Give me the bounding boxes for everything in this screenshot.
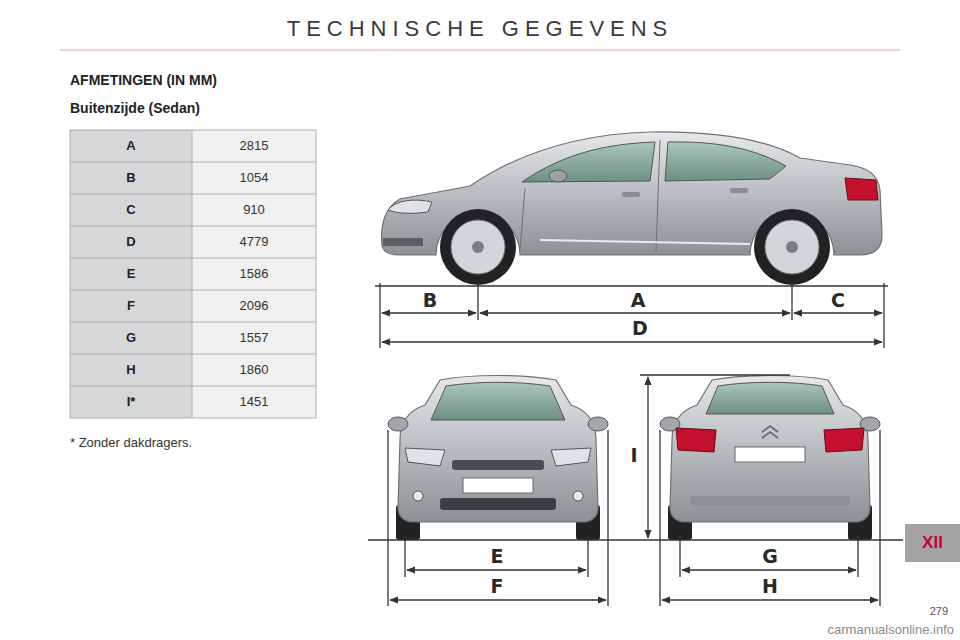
rear-view-car — [660, 376, 880, 541]
front-view-car — [388, 376, 608, 541]
table-key: G — [70, 322, 192, 354]
page-number: 279 — [900, 603, 948, 619]
dimension-letter: A — [626, 290, 650, 310]
watermark: carmanualsonline.info — [740, 621, 954, 638]
section-heading: AFMETINGEN (IN MM) — [70, 70, 217, 90]
table-value: 1054 — [192, 162, 316, 194]
dimension-table — [70, 130, 316, 418]
footnote: * Zonder dakdragers. — [70, 434, 192, 452]
dimension-letter: G — [758, 546, 782, 566]
table-key: D — [70, 226, 192, 258]
side-view-car — [382, 132, 882, 285]
table-value: 1557 — [192, 322, 316, 354]
dimension-letter: C — [826, 290, 850, 310]
table-key: H — [70, 354, 192, 386]
dimension-letter: H — [758, 576, 782, 596]
table-key: A — [70, 130, 192, 162]
subsection-heading: Buitenzijde (Sedan) — [70, 98, 200, 118]
table-value: 910 — [192, 194, 316, 226]
chapter-number: XII — [905, 524, 960, 562]
table-value: 4779 — [192, 226, 316, 258]
title-rule — [60, 49, 900, 50]
front-rear-dimension-lines — [368, 375, 903, 606]
table-value: 2096 — [192, 290, 316, 322]
dimension-letter: E — [485, 546, 509, 566]
table-value: 1860 — [192, 354, 316, 386]
table-key: E — [70, 258, 192, 290]
dimension-letter: F — [485, 576, 509, 596]
table-key: F — [70, 290, 192, 322]
table-key: C — [70, 194, 192, 226]
table-value: 1451 — [192, 386, 316, 418]
table-key: B — [70, 162, 192, 194]
chapter-tab — [905, 524, 960, 562]
dimension-letter: B — [418, 290, 442, 310]
dimension-letter: D — [628, 318, 652, 338]
side-dimension-lines — [375, 283, 888, 348]
table-value: 1586 — [192, 258, 316, 290]
table-value: 2815 — [192, 130, 316, 162]
page-title: TECHNISCHE GEGEVENS — [180, 14, 780, 44]
dimension-letter: I — [626, 444, 642, 466]
table-key: I* — [70, 386, 192, 418]
